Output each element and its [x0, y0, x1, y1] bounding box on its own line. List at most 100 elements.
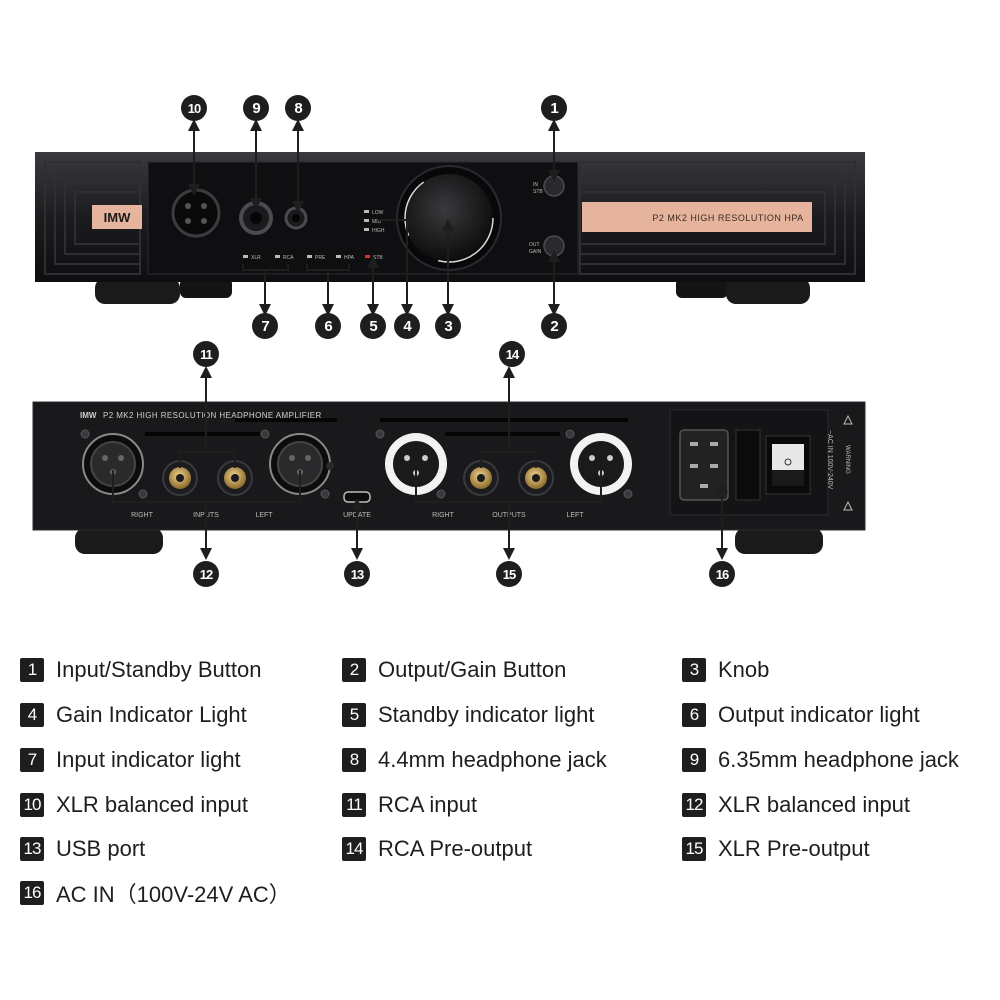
- legend-label-14: RCA Pre-output: [378, 836, 533, 861]
- front-input-label-rca: RCA: [283, 255, 294, 261]
- legend-label-12: XLR balanced input: [718, 792, 911, 817]
- legend-num-12: 12: [682, 793, 706, 817]
- front-brand-logo: IMW: [104, 210, 131, 225]
- legend-item-14: 14 RCA Pre-output: [342, 833, 532, 865]
- front-foot-left-inner: [180, 278, 232, 298]
- legend-num-1: 1: [20, 658, 44, 682]
- legend-label-2: Output/Gain Button: [378, 657, 567, 682]
- callout-badge-15: [496, 561, 522, 587]
- input-button-label-in: IN: [533, 182, 538, 188]
- rear-xlr-output-left[interactable]: [570, 433, 632, 495]
- callout-badge-11: [193, 341, 219, 367]
- callout-number-15: 15: [503, 567, 516, 582]
- input-standby-button[interactable]: [543, 175, 565, 197]
- callout-badge-2: [541, 313, 567, 339]
- rear-xlr-input-right[interactable]: [82, 433, 144, 495]
- front-model-plate: [582, 202, 812, 232]
- legend-num-10: 10: [20, 793, 44, 817]
- device-diagram: IMW P2 MK2 HIGH RESOLUTION HPA XLR RCA P…: [32, 95, 866, 587]
- front-logo-plate: [92, 205, 142, 229]
- callout-badge-1: [541, 95, 567, 121]
- front-output-label-pre: PRE: [315, 255, 326, 261]
- warning-triangle-bottom-icon: [843, 500, 853, 511]
- legend-label-6: Output indicator light: [718, 702, 920, 727]
- callout-number-9: 9: [252, 100, 260, 117]
- rear-rca-input-right[interactable]: [162, 460, 198, 496]
- legend-num-8: 8: [342, 748, 366, 772]
- legend-num-3: 3: [682, 658, 706, 682]
- fuse-holder: [735, 429, 761, 501]
- output-button-label-out: OUT: [529, 242, 540, 248]
- iec-socket[interactable]: [679, 429, 729, 501]
- legend-num-9: 9: [682, 748, 706, 772]
- legend-label-3: Knob: [718, 657, 770, 682]
- callout-badge-6: [315, 313, 341, 339]
- rear-rca-output-right[interactable]: [463, 460, 499, 496]
- input-button-label-stb: STB: [533, 189, 543, 195]
- legend-item-9: 9 6.35mm headphone jack: [682, 744, 959, 776]
- rear-xlr-output-right[interactable]: [385, 433, 447, 495]
- front-xlr-jack[interactable]: [171, 188, 221, 238]
- legend-label-11: RCA input: [378, 792, 478, 817]
- legend-label-9: 6.35mm headphone jack: [718, 747, 959, 772]
- front-ribs-right: [579, 161, 856, 275]
- warning-triangle-top-icon: [843, 414, 853, 425]
- legend-num-15: 15: [682, 837, 706, 861]
- callout-number-6: 6: [324, 318, 332, 335]
- callout-badge-16: [709, 561, 735, 587]
- legend-item-3: 3 Knob: [682, 654, 769, 686]
- callout-number-3: 3: [444, 318, 452, 335]
- callout-badge-9: [243, 95, 269, 121]
- legend-item-12: 12 XLR balanced input: [682, 789, 910, 821]
- outputs-left-label: LEFT: [566, 512, 584, 519]
- callout-number-7: 7: [261, 318, 269, 335]
- callout-number-1: 1: [550, 100, 558, 117]
- output-gain-button[interactable]: [543, 235, 565, 257]
- legend-num-16: 16: [20, 881, 44, 905]
- legend-label-16: AC IN（100V-24V AC）: [56, 882, 291, 907]
- rear-xlr-input-left[interactable]: [269, 433, 331, 495]
- legend-item-10: 10 XLR balanced input: [20, 789, 248, 821]
- standby-led: [365, 255, 370, 258]
- front-model-text: P2 MK2 HIGH RESOLUTION HPA: [652, 213, 803, 223]
- legend-num-14: 14: [342, 837, 366, 861]
- front-foot-right-inner: [676, 278, 728, 298]
- callout-number-12: 12: [200, 567, 213, 582]
- front-foot-left: [95, 278, 180, 304]
- legend-label-8: 4.4mm headphone jack: [378, 747, 607, 772]
- front-foot-right: [726, 278, 810, 304]
- callout-number-16: 16: [716, 567, 729, 582]
- legend-item-6: 6 Output indicator light: [682, 699, 920, 731]
- callout-number-8: 8: [294, 100, 302, 117]
- legend-num-6: 6: [682, 703, 706, 727]
- rear-callout-lines: [112, 366, 728, 560]
- legend-item-16: 16 AC IN（100V-24V AC）: [20, 877, 291, 909]
- inputs-right-label: RIGHT: [131, 512, 154, 519]
- legend-label-1: Input/Standby Button: [56, 657, 262, 682]
- legend-label-4: Gain Indicator Light: [56, 702, 247, 727]
- usb-port[interactable]: [343, 491, 371, 503]
- rear-rca-input-left[interactable]: [217, 460, 253, 496]
- rear-model-text: P2 MK2 HIGH RESOLUTION HEADPHONE AMPLIFI…: [103, 411, 322, 420]
- rear-foot-left: [75, 528, 163, 554]
- rear-screws: [80, 429, 633, 499]
- ac-voltage-label: ~AC IN 100V-240V: [826, 430, 833, 490]
- front-input-label-xlr: XLR: [251, 255, 261, 261]
- legend-label-5: Standby indicator light: [378, 702, 595, 727]
- callout-number-11: 11: [200, 347, 213, 362]
- callout-number-14: 14: [506, 347, 520, 362]
- legend-label-10: XLR balanced input: [56, 792, 249, 817]
- callout-number-4: 4: [403, 318, 412, 335]
- front-panel: IMW P2 MK2 HIGH RESOLUTION HPA XLR RCA P…: [35, 152, 865, 304]
- legend-item-2: 2 Output/Gain Button: [342, 654, 566, 686]
- callout-badge-7: [252, 313, 278, 339]
- legend-num-2: 2: [342, 658, 366, 682]
- legend-label-7: Input indicator light: [56, 747, 241, 772]
- callout-number-2: 2: [550, 318, 558, 335]
